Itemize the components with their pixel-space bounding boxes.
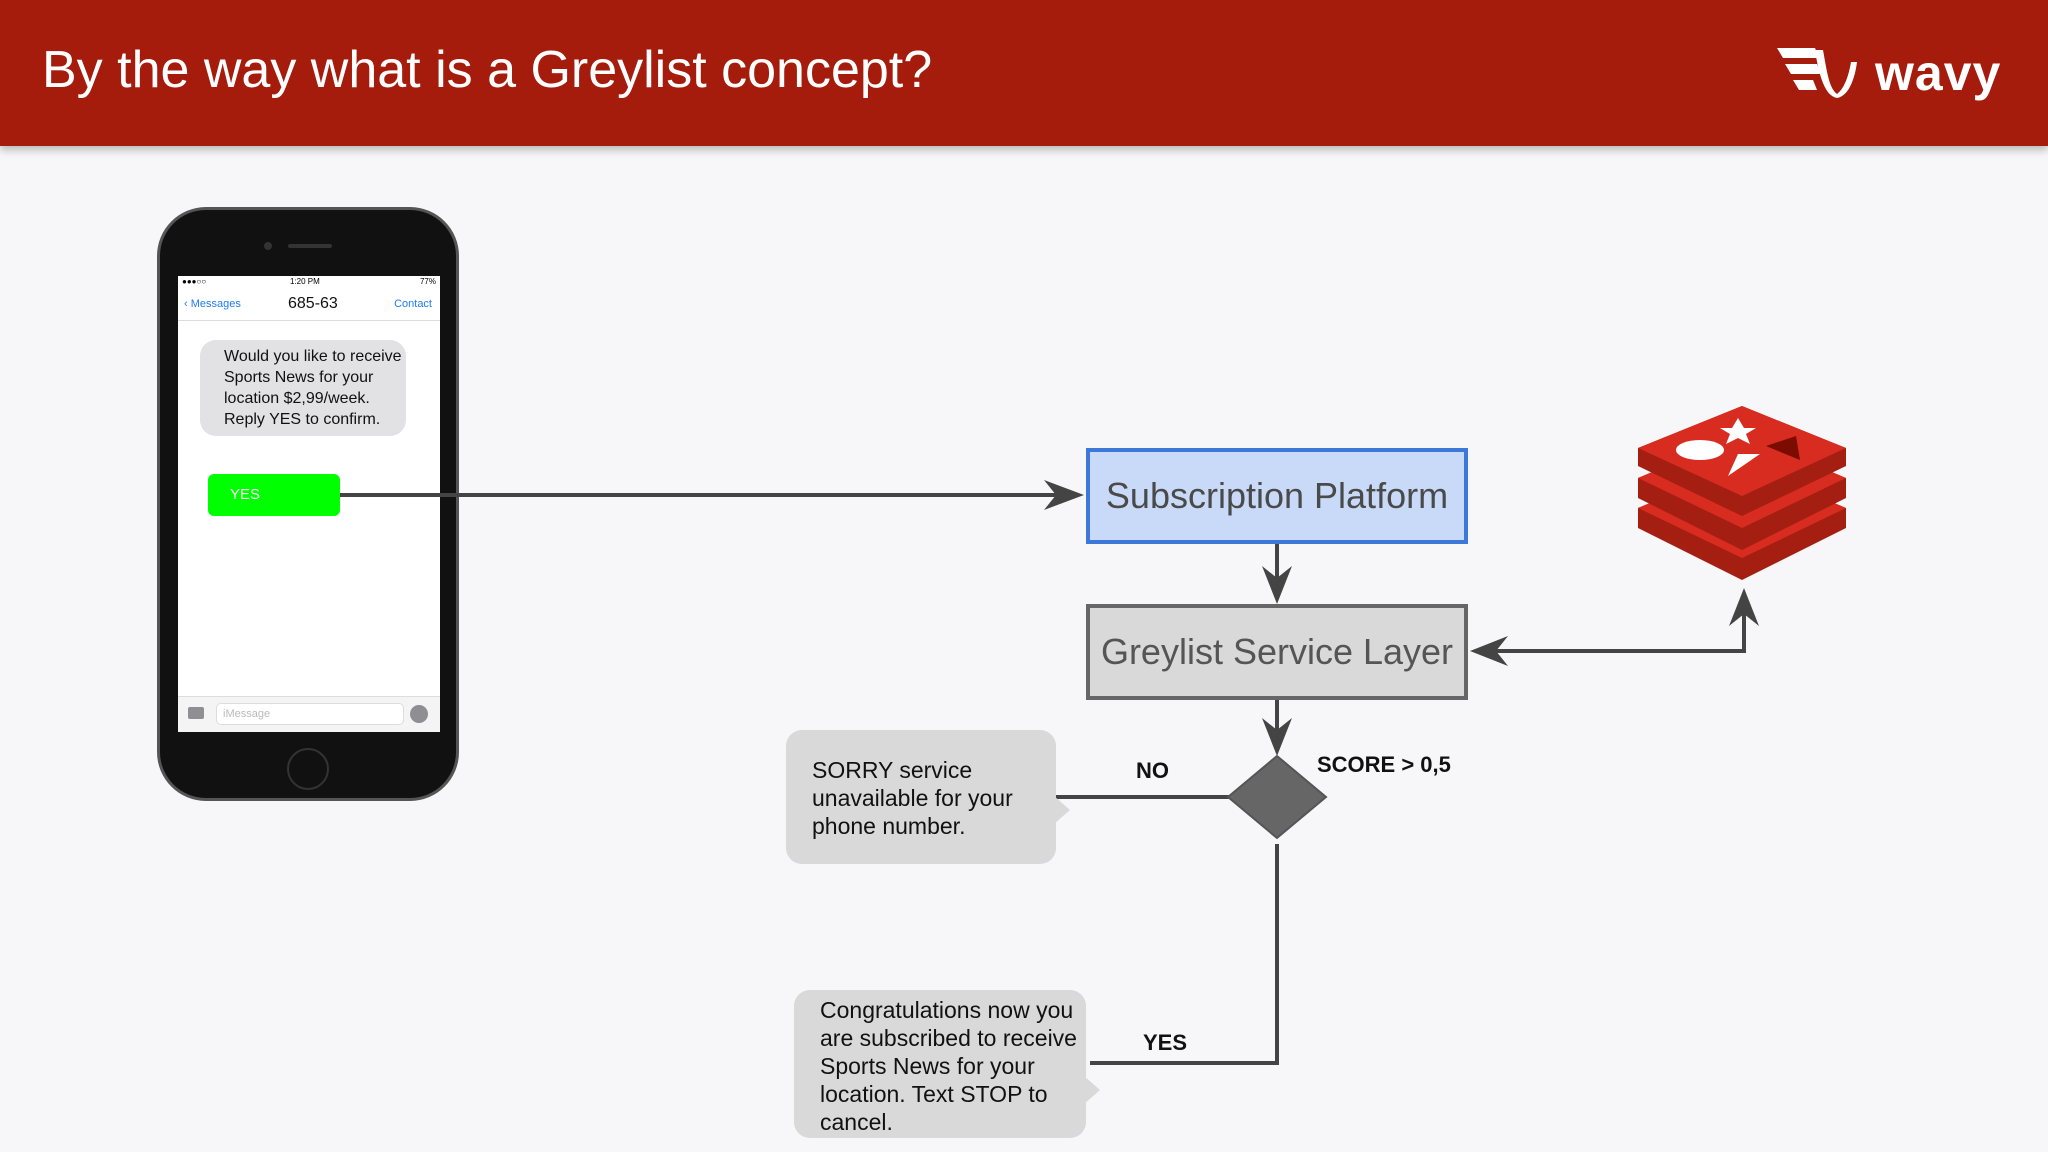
logo-text: wavy [1875,45,2002,101]
back-label: Messages [190,298,241,310]
home-button[interactable] [287,748,329,790]
contact-number: 685-63 [288,295,338,312]
phone-speaker [288,244,332,248]
battery-level: 77% [419,277,436,286]
phone-screen: ●●●○○ 1:20 PM 77% ‹ Messages 685-63 Cont… [178,276,440,732]
phone-mockup: ●●●○○ 1:20 PM 77% ‹ Messages 685-63 Cont… [160,210,456,798]
signal-indicator: ●●●○○ [182,277,207,286]
greylist-to-redis-connector [1488,608,1746,653]
contact-link[interactable]: Contact [394,298,432,310]
phone-camera [264,242,272,250]
greylist-service-layer-box: Greylist Service Layer [1086,604,1468,700]
subscription-platform-box: Subscription Platform [1086,448,1468,544]
arrowhead-redis [1729,588,1759,626]
microphone-icon[interactable] [410,705,428,723]
congratulations-message-callout: Congratulations now you are subscribed t… [794,990,1100,1138]
decision-diamond [1226,754,1328,840]
yes-branch-connector [1090,844,1279,1065]
no-branch-label: NO [1136,758,1169,783]
incoming-message-bubble: Would you like to receive Sports News fo… [200,340,406,436]
yes-branch-label: YES [1143,1030,1188,1055]
slide-title: By the way what is a Greylist concept? [42,41,933,99]
arrowhead-greylist-left [1470,636,1508,666]
slide-header: By the way what is a Greylist concept? w… [0,0,2048,146]
score-condition-label: SCORE > 0,5 [1317,752,1451,777]
status-time: 1:20 PM [290,277,320,286]
camera-icon[interactable] [188,707,204,719]
reply-yes-bubble: YES [208,474,340,516]
wavy-logo-icon [1777,48,1857,98]
message-input-bar: iMessage [178,696,440,732]
messages-nav-bar: ‹ Messages 685-63 Contact [178,288,440,321]
back-to-messages-link[interactable]: ‹ Messages [184,298,241,310]
arrowhead-decision [1262,718,1292,756]
imessage-input[interactable]: iMessage [216,703,404,725]
arrowhead-greylist [1262,566,1292,604]
arrowhead-subscription [1044,480,1084,510]
status-bar: ●●●○○ 1:20 PM 77% [178,276,440,288]
sorry-message-callout: SORRY service unavailable for your phone… [786,730,1070,864]
redis-icon [1638,406,1846,580]
